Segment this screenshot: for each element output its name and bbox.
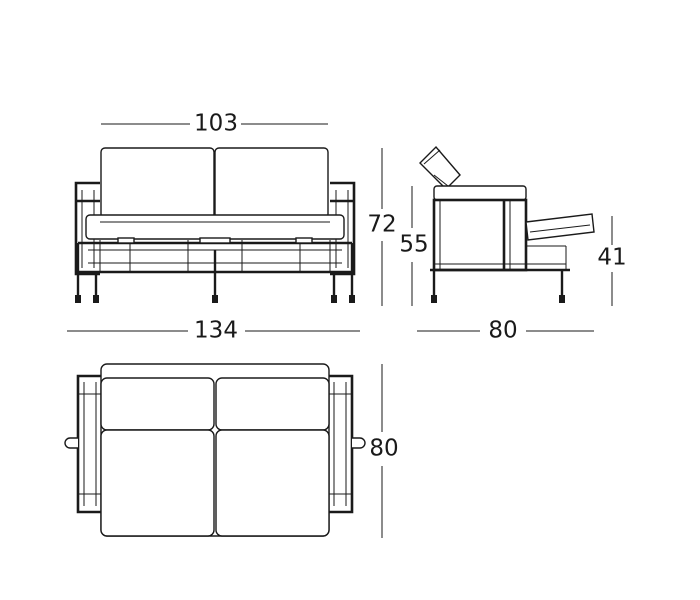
dimension-label-depth-side: 80: [488, 318, 517, 344]
dimension-label-overall-width: 134: [194, 318, 238, 344]
backrest-side: [419, 145, 461, 190]
back-cushion-left: [100, 147, 215, 219]
top-seat-cushion-left: [100, 429, 215, 537]
dimension-seat-width: 103: [101, 111, 328, 137]
dimension-depth-top: 80: [369, 364, 399, 538]
top-seat-cushion-right: [215, 429, 330, 537]
dimension-overall-width: 134: [67, 318, 360, 344]
dimension-label-seat-height: 55: [399, 232, 428, 258]
dimension-seat-height: 55: [399, 186, 429, 306]
dimension-depth-side: 80: [417, 318, 594, 344]
dimension-label-overall-height: 72: [367, 212, 396, 238]
dimension-overall-height: 72: [367, 148, 397, 306]
frame-side: [430, 198, 570, 272]
top-back-cushion-right: [215, 377, 330, 431]
footrest-side: [525, 213, 595, 241]
legs-side-view: [431, 270, 565, 303]
seat-cushion: [85, 214, 345, 240]
side-view: 55: [399, 145, 627, 344]
seat-cushion-side: [433, 185, 527, 201]
legs-front-view: [75, 243, 355, 303]
top-view: 80: [64, 363, 399, 538]
left-arm-top: [64, 374, 101, 514]
dimension-label-footrest-height: 41: [597, 245, 626, 271]
back-cushion-right: [214, 147, 329, 219]
top-back-cushion-left: [100, 377, 215, 431]
dimension-footrest-height: 41: [597, 216, 627, 306]
front-view: 103: [67, 111, 397, 344]
dimension-label-seat-width: 103: [194, 111, 238, 137]
dimension-label-depth-top: 80: [369, 436, 398, 462]
right-arm-top: [329, 374, 366, 514]
